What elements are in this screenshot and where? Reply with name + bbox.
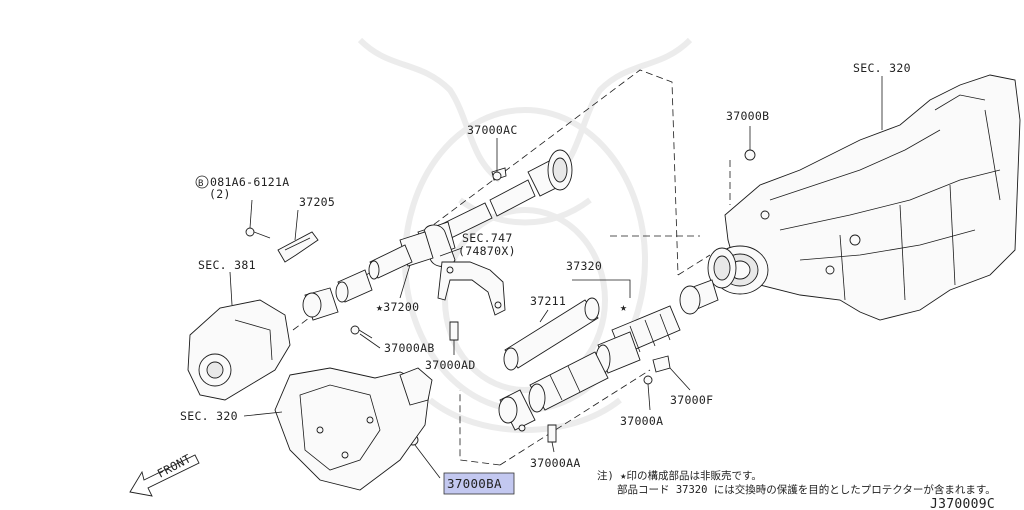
- label-37000b: 37000B: [726, 109, 769, 123]
- bell-housing: [274, 367, 433, 491]
- bolt-ref-circle-icon: [195, 175, 209, 189]
- bolt-37000ac: [492, 171, 502, 181]
- label-37000ad: 37000AD: [425, 358, 476, 372]
- label-bolt-qty: (2): [209, 187, 231, 201]
- bolt-37000a: [643, 375, 653, 385]
- front-arrow-icon: [129, 454, 200, 497]
- label-37000ba[interactable]: 37000BA: [447, 476, 502, 491]
- center-bearing-bracket: [437, 261, 506, 316]
- highlight-37000ba[interactable]: [443, 472, 515, 495]
- bracket-37205: [277, 231, 319, 263]
- label-sec320-top: SEC. 320: [853, 61, 911, 75]
- label-37205: 37205: [299, 195, 335, 209]
- label-front: FRONT: [155, 451, 193, 480]
- rear-propeller-shaft: [595, 279, 719, 374]
- front-differential: [187, 299, 291, 401]
- rear-flange: [707, 247, 737, 289]
- label-sec747-sub: (74870X): [458, 244, 516, 258]
- label-37320: 37320: [566, 259, 602, 273]
- diagram-code: J370009C: [930, 497, 995, 510]
- clip-37000f: [652, 355, 671, 373]
- bolt-37000ad: [449, 321, 459, 341]
- assembly-dashed-lines: [292, 69, 731, 466]
- fasteners: [245, 149, 756, 446]
- bolt-37000aa: [547, 424, 557, 443]
- label-37000ac: 37000AC: [467, 123, 518, 137]
- label-sec381: SEC. 381: [198, 258, 256, 272]
- label-37211: 37211: [530, 294, 566, 308]
- bolt-081a6: [245, 227, 255, 237]
- note-line-1: 注) ★印の構成部品は非販売です。: [597, 469, 762, 482]
- label-star: ★: [620, 300, 627, 314]
- bolt-ref-circle-letter: B: [198, 179, 204, 189]
- label-sec747: SEC.747: [462, 231, 513, 245]
- nut-37000b: [744, 149, 756, 161]
- label-37000ab: 37000AB: [384, 341, 435, 355]
- front-shaft-37200: [302, 149, 573, 321]
- bolt-37000ab: [350, 325, 360, 335]
- label-sec320-left: SEC. 320: [180, 409, 238, 423]
- label-37200: ★37200: [376, 300, 419, 314]
- note-line-2: 部品コード 37320 には交換時の保護を目的としたプロテクターが含まれます。: [617, 483, 996, 496]
- lower-shaft: [498, 351, 609, 432]
- label-37000f: 37000F: [670, 393, 713, 407]
- leader-lines: [229, 76, 883, 479]
- label-081a6: 081A6-6121A: [210, 175, 289, 189]
- protector-37211: [503, 297, 600, 371]
- label-37000a: 37000A: [620, 414, 663, 428]
- label-37000aa: 37000AA: [530, 456, 581, 470]
